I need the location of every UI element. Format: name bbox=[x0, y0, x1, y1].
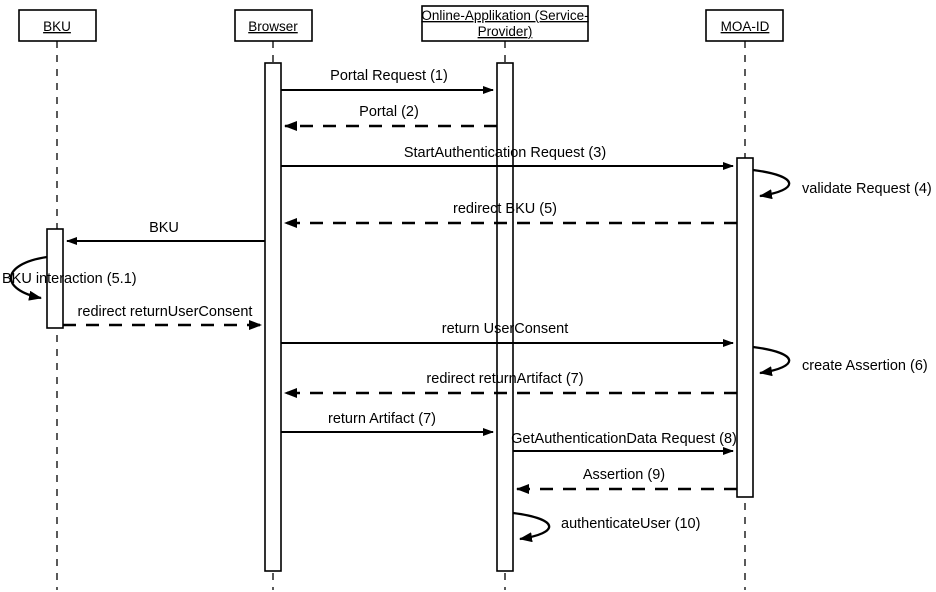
messages-group: Portal Request (1) Portal (2) StartAuthe… bbox=[2, 68, 932, 543]
message-return-userconsent[interactable]: return UserConsent bbox=[281, 321, 734, 347]
message-label-create-assertion: create Assertion (6) bbox=[802, 358, 928, 374]
message-selfloop-bku-interaction[interactable] bbox=[9, 255, 48, 301]
activation-bar-browser bbox=[264, 62, 282, 572]
participant-boxes-group: BKU Browser Online-Applikation (Service-… bbox=[18, 5, 784, 42]
message-authenticateuser[interactable]: authenticateUser (10) bbox=[512, 511, 700, 543]
participant-label-online-applikation-line2: Provider) bbox=[478, 24, 533, 39]
message-portal[interactable]: Portal (2) bbox=[284, 104, 497, 131]
message-validate-request[interactable]: validate Request (4) bbox=[752, 168, 932, 200]
message-selfloop-validate-request[interactable] bbox=[752, 168, 791, 200]
message-create-assertion[interactable]: create Assertion (6) bbox=[752, 345, 928, 377]
message-label-assertion: Assertion (9) bbox=[583, 467, 665, 483]
message-return-artifact[interactable]: return Artifact (7) bbox=[281, 411, 494, 436]
message-label-redirect-returnartifact: redirect returnArtifact (7) bbox=[426, 371, 583, 387]
message-label-portal-request: Portal Request (1) bbox=[330, 68, 448, 84]
participant-box-browser[interactable] bbox=[234, 9, 313, 42]
participant-label-moa-id: MOA-ID bbox=[721, 19, 770, 34]
message-label-portal: Portal (2) bbox=[359, 104, 419, 120]
participant-label-browser: Browser bbox=[248, 19, 298, 34]
participant-box-online-applikation[interactable] bbox=[421, 5, 589, 42]
participant-browser[interactable]: Browser bbox=[234, 9, 313, 42]
message-label-validate-request: validate Request (4) bbox=[802, 181, 932, 197]
message-bku[interactable]: BKU bbox=[66, 220, 265, 245]
message-label-getauthenticationdata-request: GetAuthenticationData Request (8) bbox=[511, 431, 737, 447]
message-bku-interaction[interactable]: BKU interaction (5.1) bbox=[2, 255, 137, 301]
participant-label-online-applikation-line1: Online-Applikation (Service- bbox=[421, 8, 588, 23]
message-redirect-returnartifact[interactable]: redirect returnArtifact (7) bbox=[284, 371, 737, 398]
message-label-redirect-bku: redirect BKU (5) bbox=[453, 201, 557, 217]
message-selfloop-authenticateuser[interactable] bbox=[512, 511, 551, 543]
activation-bars-group bbox=[46, 62, 754, 572]
message-label-bku: BKU bbox=[149, 220, 179, 236]
message-label-authenticateuser: authenticateUser (10) bbox=[561, 516, 700, 532]
message-label-redirect-returnuserconsent: redirect returnUserConsent bbox=[78, 304, 253, 320]
message-label-bku-interaction: BKU interaction (5.1) bbox=[2, 271, 137, 287]
message-redirect-bku[interactable]: redirect BKU (5) bbox=[284, 201, 737, 228]
participant-moa-id[interactable]: MOA-ID bbox=[705, 9, 784, 42]
activation-bar-bku bbox=[46, 228, 64, 329]
message-getauthenticationdata-request[interactable]: GetAuthenticationData Request (8) bbox=[511, 431, 737, 455]
activation-bar-moa-id bbox=[736, 157, 754, 498]
participant-box-bku[interactable] bbox=[18, 9, 97, 42]
message-redirect-returnuserconsent[interactable]: redirect returnUserConsent bbox=[63, 304, 262, 330]
participant-label-bku: BKU bbox=[43, 19, 71, 34]
activation-bar-online-applikation bbox=[496, 62, 514, 572]
participant-online-applikation[interactable]: Online-Applikation (Service- Provider) bbox=[421, 5, 589, 42]
message-portal-request[interactable]: Portal Request (1) bbox=[281, 68, 494, 94]
message-assertion[interactable]: Assertion (9) bbox=[516, 467, 737, 494]
message-label-return-artifact: return Artifact (7) bbox=[328, 411, 436, 427]
message-selfloop-create-assertion[interactable] bbox=[752, 345, 791, 377]
participant-bku[interactable]: BKU bbox=[18, 9, 97, 42]
message-startauthentication-request[interactable]: StartAuthentication Request (3) bbox=[281, 145, 734, 170]
message-label-return-userconsent: return UserConsent bbox=[442, 321, 569, 337]
participant-box-moa-id[interactable] bbox=[705, 9, 784, 42]
message-label-startauthentication-request: StartAuthentication Request (3) bbox=[404, 145, 606, 161]
